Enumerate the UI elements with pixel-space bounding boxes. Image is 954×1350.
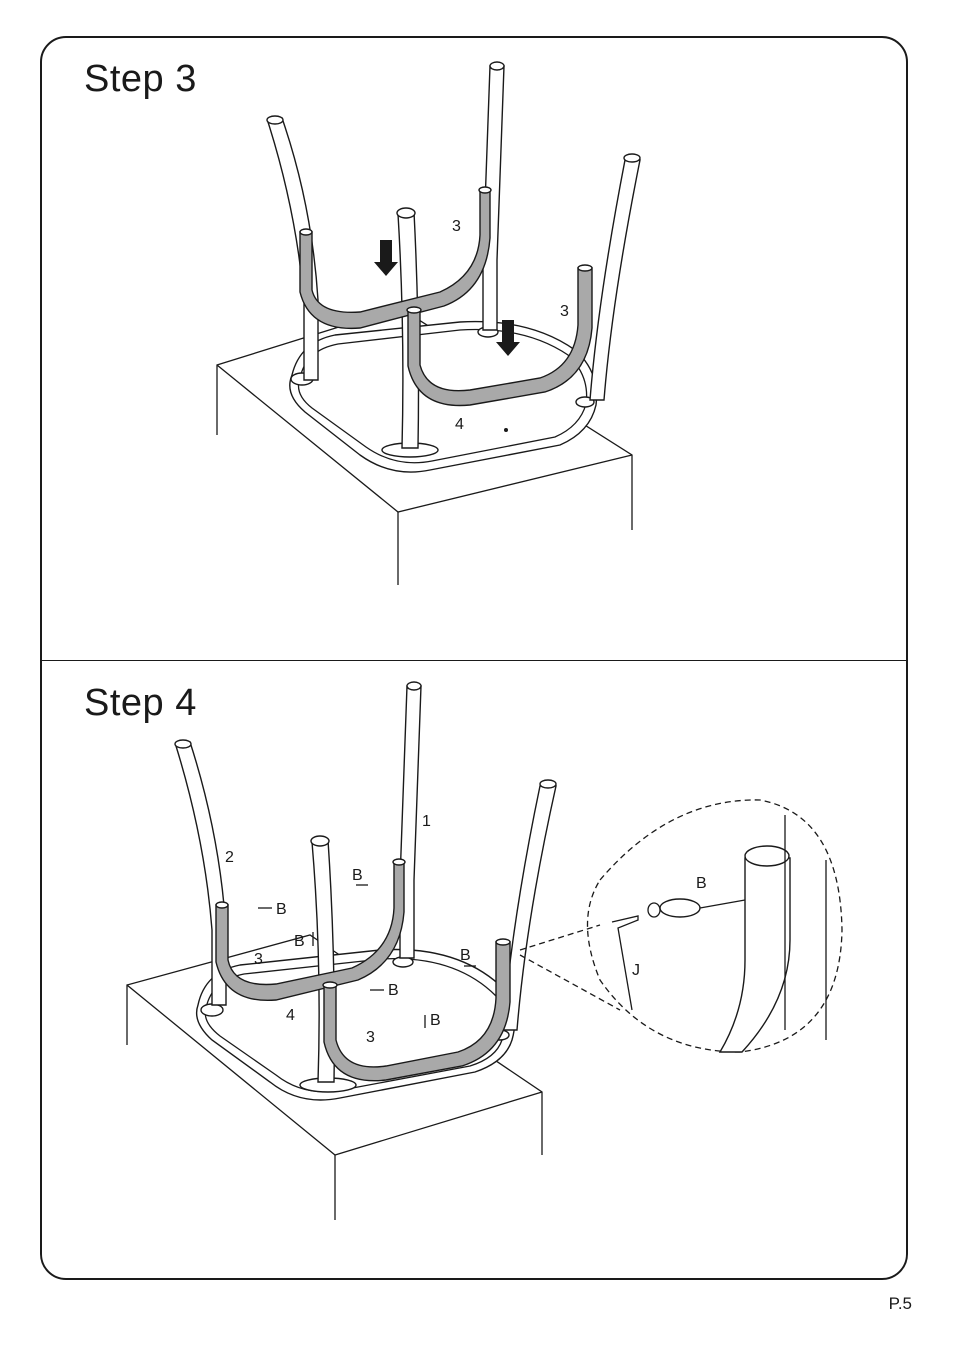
detail-bolt-label: B [696, 875, 707, 892]
callout-b4: B [460, 947, 471, 964]
callout-3c: 3 [254, 951, 263, 968]
step-3-diagram: 3 3 4 [217, 62, 640, 585]
callout-3a: 3 [452, 218, 461, 235]
callout-4: 4 [455, 416, 464, 433]
callout-3d: 3 [366, 1029, 375, 1046]
callout-3b: 3 [560, 303, 569, 320]
callout-b2: B [276, 901, 287, 918]
callout-2: 2 [225, 849, 234, 866]
page-number: P.5 [889, 1294, 912, 1314]
callout-1: 1 [422, 813, 431, 830]
detail-magnifier [520, 800, 842, 1052]
callout-b5: B [388, 982, 399, 999]
step-4-diagram: 1 2 3 3 4 B B B B B B B J [127, 682, 842, 1220]
callout-b1: B [352, 867, 363, 884]
callout-b6: B [430, 1012, 441, 1029]
callout-b3: B [294, 933, 305, 950]
callout-4b: 4 [286, 1007, 295, 1024]
detail-wrench-label: J [632, 962, 640, 979]
